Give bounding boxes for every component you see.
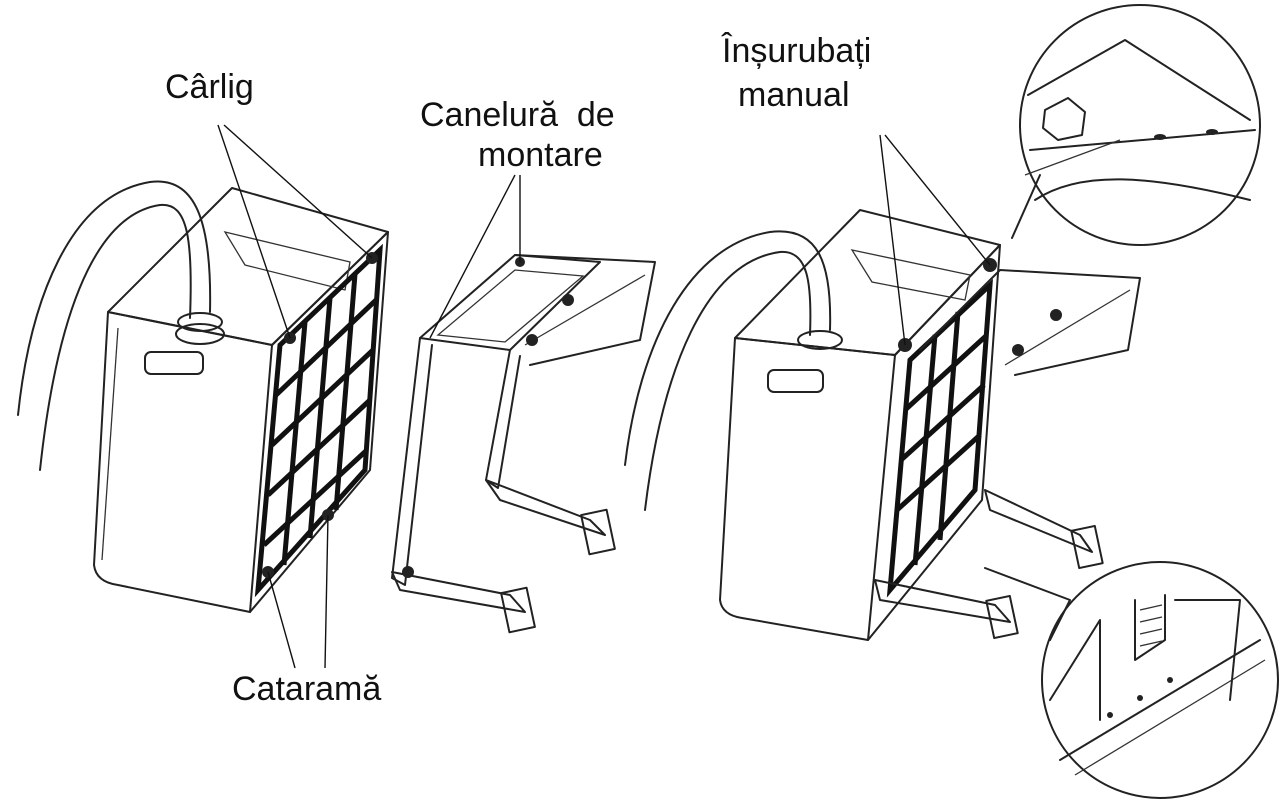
- box-front: [93, 311, 273, 613]
- detail-rivet-1: [1107, 712, 1113, 718]
- assembled-bracket-rail: [919, 269, 1141, 376]
- assembled-filter-grid: [886, 278, 993, 598]
- assembled-bracket-edge: [1004, 289, 1131, 366]
- detail-top-inner: [1024, 139, 1121, 176]
- label-buckle: Cataramă: [232, 670, 381, 708]
- detail-rivet-3: [1167, 677, 1173, 683]
- detail-buckle-body: [1134, 594, 1166, 661]
- label-screw-line2: manual: [738, 76, 850, 114]
- leader-buckle-2: [324, 514, 329, 669]
- bracket-top-inner: [436, 269, 585, 343]
- bracket-knob-2: [1012, 344, 1024, 356]
- assembled-unit: [624, 209, 1141, 641]
- mounting-bracket: [391, 254, 656, 634]
- leader-screw-1: [879, 134, 906, 346]
- foot-pad-upper: [580, 508, 616, 556]
- label-hook: Cârlig: [165, 68, 254, 106]
- hose-fitting-base: [175, 323, 225, 345]
- detail-top-edge: [1027, 39, 1251, 121]
- assembled-box-front: [719, 337, 896, 641]
- leader-hook-2: [223, 124, 373, 259]
- assembled-hose-inner: [644, 250, 812, 511]
- leader-lines: [217, 124, 991, 669]
- detail-callout-top: [1011, 174, 1041, 239]
- post-bolt: [402, 566, 414, 578]
- drain-hose-inner: [39, 203, 192, 471]
- assembled-handle: [767, 369, 824, 393]
- foot-pad-lower: [500, 586, 536, 634]
- detail-circle-top: [1019, 4, 1261, 246]
- detail-bracket-strip: [1029, 129, 1256, 151]
- bracket-rail: [514, 254, 656, 366]
- box-top-recess: [223, 231, 351, 291]
- drain-hose-outer: [17, 180, 212, 416]
- assembled-fitting: [797, 330, 843, 350]
- bracket-foot-upper: [485, 479, 606, 536]
- assembled-foot-upper: [984, 489, 1093, 553]
- leader-screw-2: [884, 134, 991, 266]
- detail-callout-bottom: [984, 567, 1071, 641]
- detail-buckle-ribs: [1139, 604, 1163, 647]
- leader-hook-1: [217, 124, 291, 339]
- box-side: [249, 231, 389, 613]
- detail-bottom-rail: [1059, 639, 1261, 761]
- assembled-foot-lower: [874, 579, 1011, 623]
- bracket-rail-edge: [524, 274, 646, 346]
- bracket-right-post: [485, 349, 521, 489]
- detail-bottom-frame: [1049, 619, 1101, 721]
- bracket-knob-1: [1050, 309, 1062, 321]
- bracket-left-post: [391, 337, 433, 586]
- screw-knob-2: [526, 334, 538, 346]
- label-screw-line1: Înșurubați: [721, 32, 871, 70]
- detail-circle-bottom: [1041, 561, 1279, 799]
- detail-screw-knob: [1042, 97, 1086, 141]
- bracket-top-frame: [419, 254, 601, 351]
- detail-buckle: [984, 561, 1279, 799]
- assembled-pad-upper: [1070, 524, 1104, 570]
- detail-rivet-2: [1137, 695, 1143, 701]
- assembled-top-recess: [850, 249, 971, 301]
- bracket-foot-lower: [391, 571, 526, 613]
- filter-grid: [254, 243, 383, 598]
- box-handle: [144, 351, 204, 375]
- detail-hole-2: [1206, 129, 1218, 135]
- label-groove-line1: Canelură de: [420, 96, 615, 134]
- assembled-box-side: [867, 244, 1001, 641]
- box-front-edge: [101, 327, 119, 561]
- detail-screw: [1011, 4, 1261, 246]
- detail-bottom-edge: [1174, 599, 1241, 701]
- detail-bottom-rail-2: [1074, 659, 1266, 776]
- label-groove-line2: montare: [478, 136, 603, 174]
- leader-groove-1: [429, 174, 516, 339]
- unit-with-filter: [17, 180, 389, 613]
- detail-top-curve: [1034, 178, 1251, 201]
- hose-fitting: [177, 312, 223, 332]
- screw-knob-1: [562, 294, 574, 306]
- leader-buckle-1: [267, 571, 296, 669]
- assembled-pad-lower: [985, 594, 1019, 640]
- detail-hole-1: [1154, 134, 1166, 140]
- assembled-hose-outer: [624, 230, 832, 466]
